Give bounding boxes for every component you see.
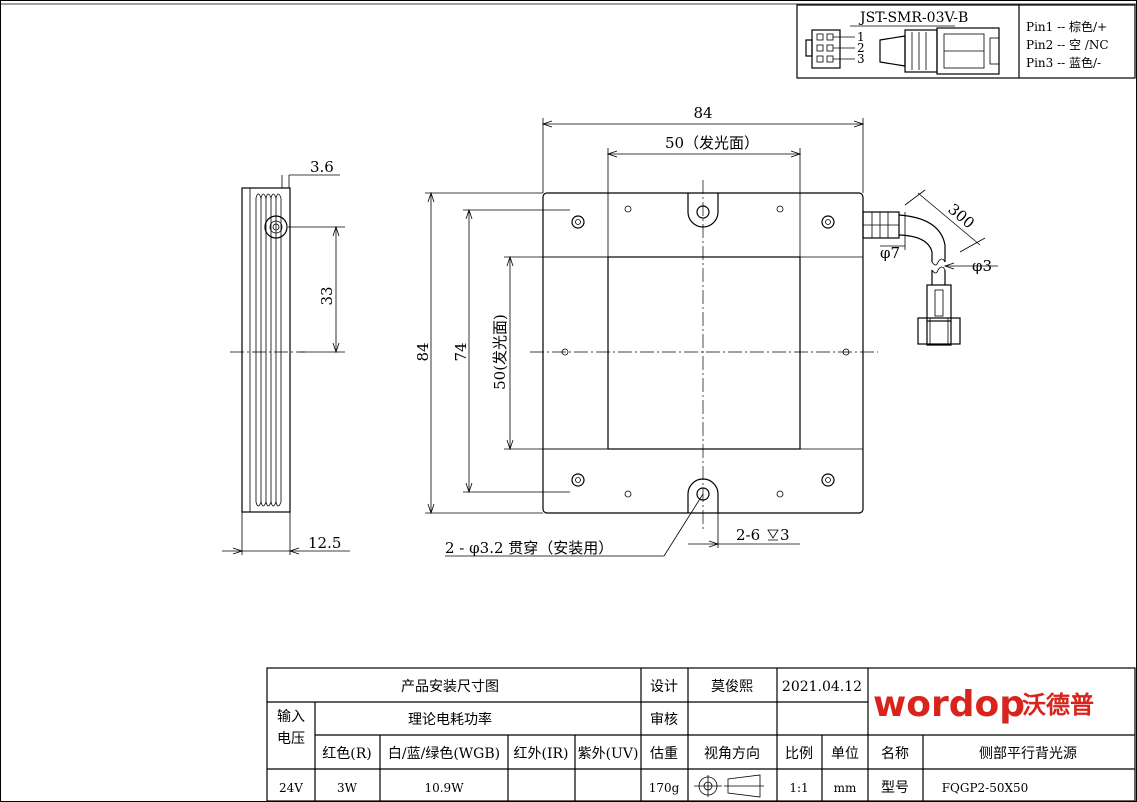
- drawing-title: 产品安装尺寸图: [401, 679, 499, 695]
- weight-label: 估重: [650, 746, 678, 762]
- plug-icon: [879, 27, 1000, 75]
- name-label: 名称: [881, 746, 909, 762]
- power-label: 理论电耗功率: [408, 711, 492, 728]
- header-uv: 紫外(UV): [578, 746, 639, 762]
- pin-number-3: 3: [857, 52, 865, 66]
- dim-cable-inner-dia: φ3: [972, 257, 992, 275]
- designer: 莫俊熙: [711, 679, 753, 695]
- header-ir: 红外(IR): [514, 746, 569, 762]
- dim-thread-hole: 2-6: [736, 526, 760, 544]
- date: 2021.04.12: [782, 679, 862, 695]
- front-view: 84 50（发光面） 84 74 50(发光面) 2 - φ3.2 贯穿（安装用…: [414, 104, 878, 557]
- brand-logo: wordop 沃德普: [873, 684, 1094, 725]
- model-label: 型号: [881, 780, 909, 796]
- depth-symbol-icon: [767, 529, 779, 541]
- projection-symbol-icon: [694, 774, 764, 798]
- dim-front-height: 84: [414, 342, 432, 361]
- unit-label: 单位: [831, 746, 859, 762]
- model-value: FQGP2-50X50: [942, 781, 1029, 795]
- pin2-label: Pin2 -- 空 /NC: [1026, 38, 1109, 52]
- unit-value: mm: [834, 781, 857, 795]
- screw-icon: [571, 215, 585, 229]
- pin1-label: Pin1 -- 棕色/+: [1026, 19, 1107, 34]
- dim-side-thickness: 3.6: [310, 158, 334, 176]
- dim-cable-outer-dia: φ7: [880, 244, 900, 262]
- voltage-value: 24V: [279, 781, 303, 795]
- input-voltage-label: 输入电压: [277, 709, 305, 747]
- connector-part: JST-SMR-03V-B: [858, 10, 968, 26]
- pin-number-2: 2: [857, 41, 865, 55]
- screw-icon: [821, 215, 835, 229]
- weight-value: 170g: [649, 781, 680, 795]
- side-view: 3.6 33 12.5: [222, 158, 350, 555]
- dim-emitting-height: 50(发光面): [491, 314, 509, 390]
- side-body: [241, 187, 291, 513]
- dim-side-hole-spacing: 33: [318, 286, 336, 305]
- power-wgb-value: 10.9W: [424, 781, 464, 795]
- connector-box: JST-SMR-03V-B 1 2 3: [796, 4, 1136, 79]
- cable-assembly: 300 φ7 φ3: [862, 189, 998, 346]
- power-red-value: 3W: [337, 781, 358, 795]
- cable-connector-icon: [926, 284, 952, 322]
- review-label: 审核: [650, 712, 678, 728]
- product-name: 侧部平行背光源: [979, 746, 1077, 762]
- emitting-area: [607, 256, 801, 450]
- mount-hole-note: 2 - φ3.2 贯穿（安装用）: [445, 539, 613, 557]
- title-block: 产品安装尺寸图 设计 莫俊熙 2021.04.12 wordop 沃德普 输入电…: [266, 667, 1136, 802]
- view-label: 视角方向: [704, 746, 760, 762]
- pin-number-1: 1: [857, 30, 865, 44]
- screw-icon: [821, 473, 835, 487]
- screw-icon: [571, 473, 585, 487]
- design-label: 设计: [650, 679, 678, 695]
- dim-hole-spacing: 74: [452, 342, 470, 361]
- connector-housing-icon: [805, 29, 855, 69]
- dim-thread-depth: 3: [780, 526, 790, 544]
- scale-value: 1:1: [789, 781, 808, 795]
- header-red: 红色(R): [322, 745, 371, 762]
- dim-cable-length: 300: [944, 200, 978, 232]
- pin3-label: Pin3 -- 蓝色/-: [1026, 56, 1101, 70]
- dim-side-depth: 12.5: [308, 534, 341, 552]
- scale-label: 比例: [785, 746, 813, 762]
- header-wgb: 白/蓝/绿色(WGB): [388, 745, 500, 762]
- dim-front-width: 84: [693, 104, 712, 122]
- dim-emitting-width: 50（发光面）: [665, 134, 759, 152]
- connector-frame: [796, 4, 1136, 79]
- side-hole-icon: [264, 215, 288, 239]
- brand-cn: 沃德普: [1022, 691, 1094, 719]
- brand-latin: wordop: [873, 684, 1025, 725]
